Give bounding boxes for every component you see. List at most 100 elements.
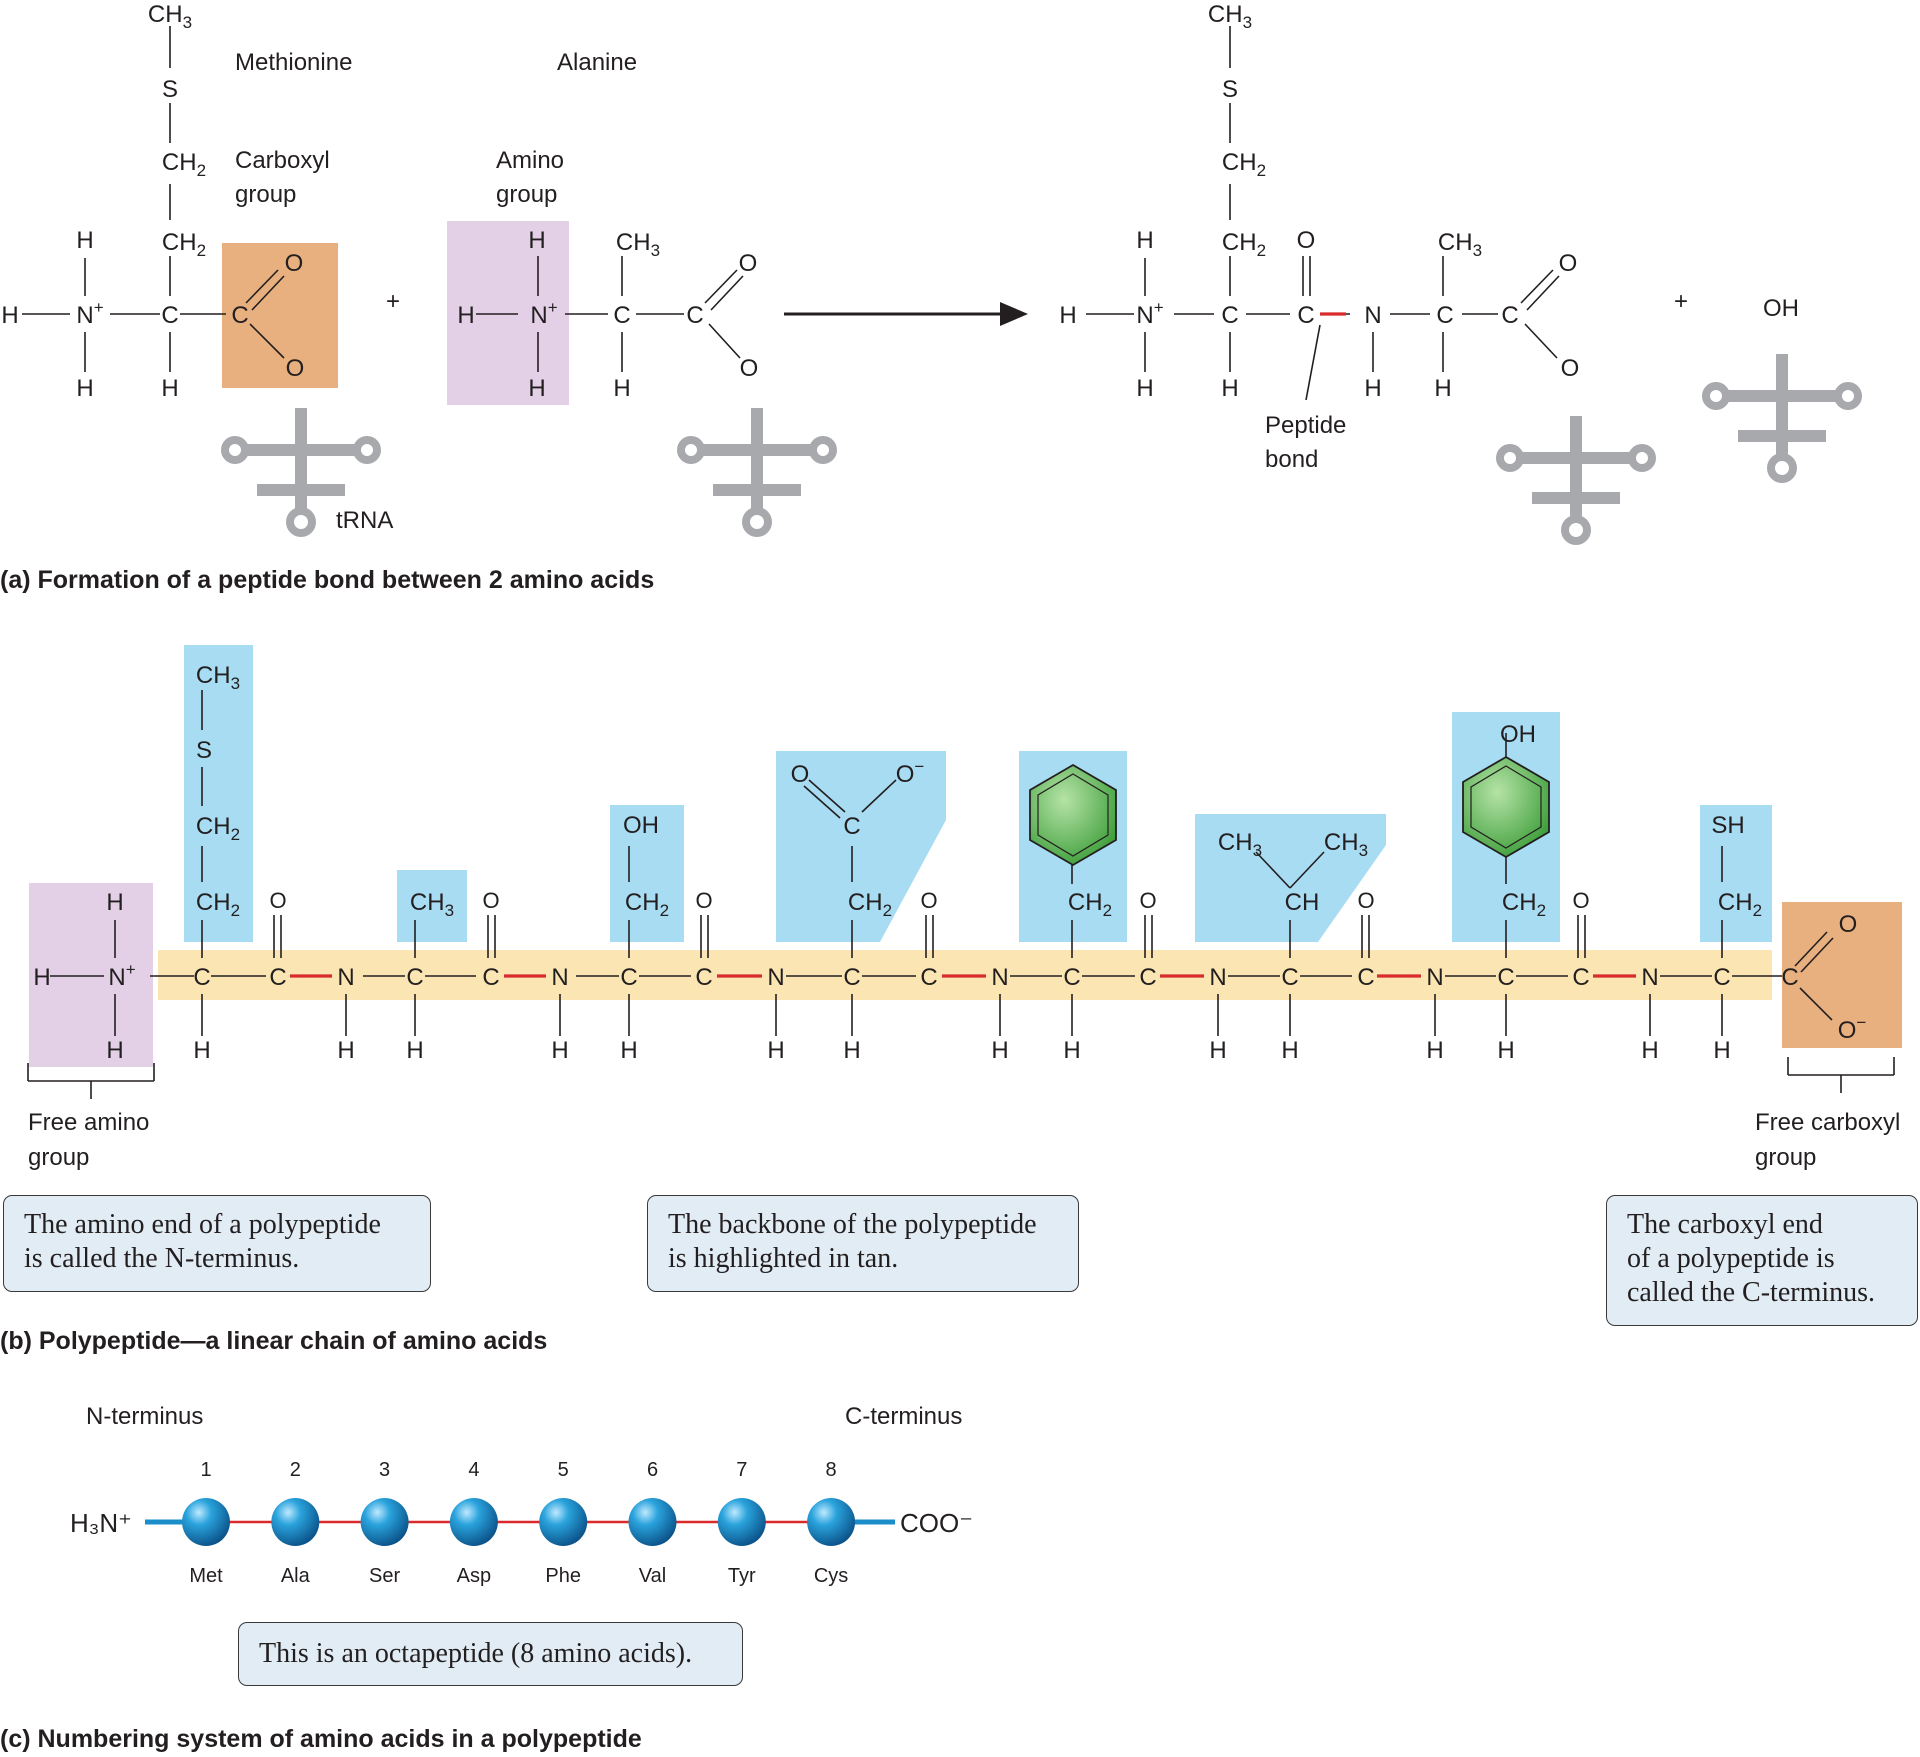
residue-name: Tyr	[728, 1565, 756, 1587]
svg-text:C: C	[1781, 964, 1798, 991]
residue-bead	[807, 1498, 856, 1546]
svg-text:H: H	[161, 375, 178, 402]
backbone-bonds	[27, 690, 1895, 1099]
tyrosine-ring-inner	[1470, 765, 1542, 849]
svg-text:N+: N+	[76, 298, 103, 329]
residue-number: 1	[200, 1459, 211, 1481]
svg-text:O: O	[286, 355, 305, 382]
residue-name: Met	[189, 1565, 223, 1587]
svg-text:H: H	[1426, 1037, 1443, 1064]
svg-text:C: C	[695, 964, 712, 991]
residue-name: Cys	[814, 1565, 848, 1587]
free-carboxyl-label-line2: group	[1755, 1144, 1816, 1171]
atom-labels: CH3 S CH2 CH2 H H N+ C C O O H H H H N+ …	[1, 1, 1579, 402]
panel-c-caption: (c) Numbering system of amino acids in a…	[0, 1725, 642, 1753]
svg-text:C: C	[843, 813, 860, 840]
svg-text:H: H	[1364, 375, 1381, 402]
peptide-bond-label-line1: Peptide	[1265, 412, 1346, 439]
carboxyl-group-label-line2: group	[235, 181, 296, 208]
svg-text:H: H	[106, 889, 123, 916]
carboxyl-group-label-line1: Carboxyl	[235, 147, 330, 174]
svg-text:H: H	[1641, 1037, 1658, 1064]
svg-text:C: C	[686, 302, 703, 329]
svg-text:CH3: CH3	[410, 889, 454, 920]
svg-text:C: C	[1063, 964, 1080, 991]
svg-text:C: C	[1713, 964, 1730, 991]
svg-text:H: H	[406, 1037, 423, 1064]
svg-text:H: H	[106, 1037, 123, 1064]
svg-text:N: N	[1209, 964, 1226, 991]
svg-text:CH3: CH3	[148, 1, 192, 32]
svg-text:O: O	[1572, 888, 1589, 913]
panel-a-caption: (a) Formation of a peptide bond between …	[0, 566, 655, 594]
trna-icon	[1500, 416, 1652, 541]
svg-text:N: N	[551, 964, 568, 991]
svg-text:H: H	[767, 1037, 784, 1064]
svg-text:H: H	[1, 302, 18, 329]
svg-text:C: C	[482, 964, 499, 991]
svg-text:O: O	[1139, 888, 1156, 913]
svg-text:N+: N+	[530, 298, 557, 329]
svg-text:C: C	[406, 964, 423, 991]
n-terminus-label: N-terminus	[86, 1403, 203, 1430]
svg-text:O: O	[1559, 250, 1578, 277]
svg-text:C: C	[1139, 964, 1156, 991]
svg-text:C: C	[1436, 302, 1453, 329]
svg-text:O: O	[1357, 888, 1374, 913]
phenyl-ring-icon	[1029, 763, 1117, 867]
svg-text:H: H	[457, 302, 474, 329]
svg-text:C: C	[161, 302, 178, 329]
svg-text:O: O	[1839, 911, 1858, 938]
svg-text:C: C	[231, 302, 248, 329]
note-octapeptide: This is an octapeptide (8 amino acids).	[238, 1622, 743, 1686]
free-amino-label-line1: Free amino	[28, 1109, 149, 1136]
svg-text:C: C	[613, 302, 630, 329]
residue-number: 4	[468, 1459, 479, 1481]
svg-text:N: N	[767, 964, 784, 991]
residue-bead	[271, 1498, 320, 1546]
svg-text:C: C	[843, 964, 860, 991]
svg-text:H: H	[991, 1037, 1008, 1064]
svg-text:H: H	[1221, 375, 1238, 402]
residue-number: 2	[290, 1459, 301, 1481]
svg-text:N: N	[1426, 964, 1443, 991]
phenyl-ring-inner	[1037, 773, 1109, 857]
side-chain-val-box	[1195, 814, 1386, 942]
free-carboxyl-label-line1: Free carboxyl	[1755, 1109, 1900, 1136]
svg-text:H: H	[1209, 1037, 1226, 1064]
svg-text:N: N	[1364, 302, 1381, 329]
residue-bead	[360, 1498, 409, 1546]
svg-text:C: C	[1297, 302, 1314, 329]
svg-text:C: C	[1497, 964, 1514, 991]
residue-number: 3	[379, 1459, 390, 1481]
free-amino-group-highlight	[29, 883, 153, 1067]
panel-b-caption: (b) Polypeptide—a linear chain of amino …	[0, 1327, 548, 1355]
svg-text:OH: OH	[1500, 721, 1536, 748]
panel-b-polypeptide: H H N+ H CCN CCN CCN CCN CCN CCN CCN CC …	[27, 645, 1902, 1171]
svg-text:N: N	[991, 964, 1008, 991]
svg-text:C: C	[620, 964, 637, 991]
residue-name: Asp	[457, 1565, 491, 1587]
methionine-label: Methionine	[235, 49, 352, 76]
trna-label: tRNA	[336, 507, 393, 534]
svg-text:H: H	[76, 375, 93, 402]
svg-text:C: C	[920, 964, 937, 991]
note-backbone: The backbone of the polypeptide is highl…	[647, 1195, 1079, 1292]
svg-text:H: H	[1136, 375, 1153, 402]
svg-text:CH3: CH3	[1208, 1, 1252, 32]
svg-text:H: H	[76, 227, 93, 254]
svg-text:SH: SH	[1711, 812, 1744, 839]
peptide-bond-label-line2: bond	[1265, 446, 1318, 473]
svg-text:CH3: CH3	[1438, 229, 1482, 260]
svg-text:H: H	[620, 1037, 637, 1064]
reaction-arrow-head	[1000, 302, 1028, 326]
svg-text:O: O	[791, 761, 810, 788]
trna-icon	[1706, 354, 1858, 479]
residue-bead	[628, 1498, 677, 1546]
note-c-terminus: The carboxyl end of a polypeptide is cal…	[1606, 1195, 1918, 1326]
carboxyl-group-highlight	[222, 243, 338, 388]
svg-text:C: C	[1572, 964, 1589, 991]
free-carboxyl-group-highlight	[1782, 902, 1902, 1048]
